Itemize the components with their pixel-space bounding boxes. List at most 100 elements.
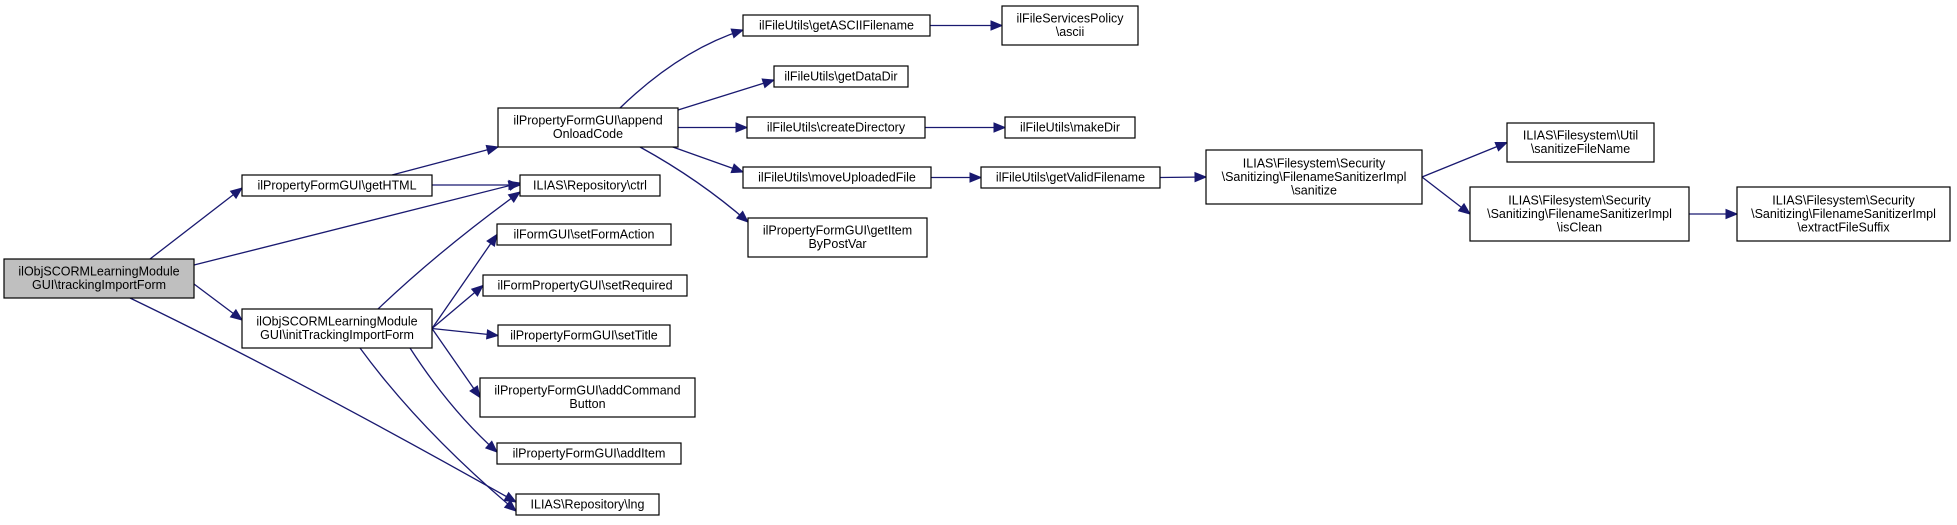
node-box: [747, 217, 928, 258]
arrowhead-icon: [990, 20, 1004, 31]
node-label-line: ilFileUtils\getASCIIFilename: [759, 18, 914, 32]
edge-line: [409, 347, 498, 453]
node-box: [3, 258, 195, 299]
arrowhead-icon: [503, 499, 518, 512]
node-label-line: Button: [569, 397, 605, 411]
edge-sanitize-to-sanitizefn: [1421, 141, 1509, 178]
node-ctrl[interactable]: ILIAS\Repository\ctrl: [519, 174, 661, 197]
node-box: [1469, 186, 1690, 242]
node-setrequired[interactable]: ilFormPropertyGUI\setRequired: [482, 274, 688, 297]
node-label-line: ilPropertyFormGUI\getHTML: [257, 178, 416, 192]
node-additem[interactable]: ilPropertyFormGUI\addItem: [496, 442, 682, 465]
node-label-line: ilPropertyFormGUI\addItem: [513, 446, 666, 460]
node-box: [1506, 122, 1655, 163]
node-label-line: ilFileUtils\moveUploadedFile: [758, 170, 916, 184]
node-box: [773, 65, 909, 88]
edge-line: [149, 187, 243, 260]
edge-append-to-createdir: [678, 122, 749, 133]
node-label-line: \Sanitizing\FilenameSanitizerImpl: [1222, 170, 1407, 184]
node-box: [515, 493, 660, 516]
edge-line: [639, 146, 749, 223]
node-label-line: OnloadCode: [553, 127, 623, 141]
node-label-line: GUI\trackingImportForm: [32, 278, 166, 292]
edge-append-to-getascii: [619, 28, 745, 109]
edge-line: [129, 297, 517, 503]
edges-layer: [129, 20, 1739, 512]
edge-root-to-initform: [193, 283, 244, 321]
edge-initform-to-ctrl: [377, 191, 522, 310]
node-box: [497, 324, 671, 347]
edge-initform-to-settitle: [431, 327, 500, 340]
edge-gethtml-to-append: [391, 144, 500, 176]
node-settitle[interactable]: ilPropertyFormGUI\setTitle: [497, 324, 671, 347]
node-box: [1001, 5, 1139, 46]
node-getvalid[interactable]: ilFileUtils\getValidFilename: [980, 166, 1161, 189]
edge-line: [431, 234, 498, 329]
node-gethtml[interactable]: ilPropertyFormGUI\getHTML: [241, 174, 433, 197]
edge-append-to-getdatadir: [677, 78, 776, 111]
node-getdatadir[interactable]: ilFileUtils\getDataDir: [773, 65, 909, 88]
edge-line: [619, 29, 744, 109]
edge-line: [359, 347, 517, 512]
node-box: [1004, 116, 1136, 139]
node-label-line: ilFileUtils\makeDir: [1020, 120, 1120, 134]
arrowhead-icon: [993, 122, 1007, 133]
node-label-line: ilFileServicesPolicy: [1017, 12, 1125, 26]
node-box: [241, 174, 433, 197]
node-label-line: ILIAS\Repository\lng: [531, 497, 645, 511]
node-label-line: \extractFileSuffix: [1797, 220, 1890, 234]
arrowhead-icon: [1494, 141, 1509, 152]
node-initform[interactable]: ilObjSCORMLearningModuleGUI\initTracking…: [241, 308, 433, 349]
node-box: [1205, 149, 1423, 205]
node-ascii[interactable]: ilFileServicesPolicy\ascii: [1001, 5, 1139, 46]
edge-line: [391, 146, 499, 176]
node-sanitizefn[interactable]: ILIAS\Filesystem\Util\sanitizeFileName: [1506, 122, 1655, 163]
node-label-line: ilObjSCORMLearningModule: [18, 265, 179, 279]
node-extract[interactable]: ILIAS\Filesystem\Security\Sanitizing\Fil…: [1736, 186, 1951, 242]
node-label-line: \sanitizeFileName: [1531, 142, 1630, 156]
edge-sanitize-to-isclean: [1421, 176, 1472, 215]
node-isclean[interactable]: ILIAS\Filesystem\Security\Sanitizing\Fil…: [1469, 186, 1690, 242]
arrowhead-icon: [761, 78, 776, 89]
edge-initform-to-lng: [359, 347, 518, 512]
edge-append-to-moveuploaded: [669, 145, 745, 174]
node-moveuploaded[interactable]: ilFileUtils\moveUploadedFile: [742, 166, 932, 189]
arrowhead-icon: [485, 144, 500, 156]
arrowhead-icon: [229, 308, 244, 321]
node-getascii[interactable]: ilFileUtils\getASCIIFilename: [742, 14, 931, 37]
edge-line: [677, 79, 775, 111]
node-lng[interactable]: ILIAS\Repository\lng: [515, 493, 660, 516]
arrowhead-icon: [969, 172, 983, 183]
arrowhead-icon: [484, 440, 498, 453]
edge-root-to-gethtml: [149, 187, 244, 260]
node-box: [479, 377, 696, 418]
node-label-line: ILIAS\Filesystem\Security: [1772, 193, 1915, 207]
node-label-line: ilPropertyFormGUI\getItem: [763, 224, 912, 238]
node-box: [241, 308, 433, 349]
node-sanitize[interactable]: ILIAS\Filesystem\Security\Sanitizing\Fil…: [1205, 149, 1423, 205]
edge-line: [431, 328, 481, 398]
node-createdir[interactable]: ilFileUtils\createDirectory: [746, 116, 926, 139]
node-label-line: \Sanitizing\FilenameSanitizerImpl: [1487, 207, 1672, 221]
edge-line: [193, 182, 521, 266]
edge-append-to-getitembypost: [639, 146, 749, 223]
node-setformaction[interactable]: ilFormGUI\setFormAction: [496, 223, 672, 246]
edge-gethtml-to-ctrl: [432, 179, 522, 191]
edge-getvalid-to-sanitize: [1159, 171, 1208, 183]
node-box: [482, 274, 688, 297]
node-label-line: ilPropertyFormGUI\append: [513, 114, 662, 128]
node-root[interactable]: ilObjSCORMLearningModuleGUI\trackingImpo…: [3, 258, 195, 299]
node-label-line: ByPostVar: [808, 237, 866, 251]
node-label-line: ILIAS\Filesystem\Util: [1523, 129, 1638, 143]
edge-line: [377, 191, 521, 310]
node-box: [519, 174, 661, 197]
node-makedir[interactable]: ilFileUtils\makeDir: [1004, 116, 1136, 139]
edge-line: [1421, 141, 1508, 178]
arrowhead-icon: [229, 187, 244, 200]
node-label-line: GUI\initTrackingImportForm: [260, 328, 414, 342]
node-label-line: ilFormPropertyGUI\setRequired: [497, 278, 672, 292]
